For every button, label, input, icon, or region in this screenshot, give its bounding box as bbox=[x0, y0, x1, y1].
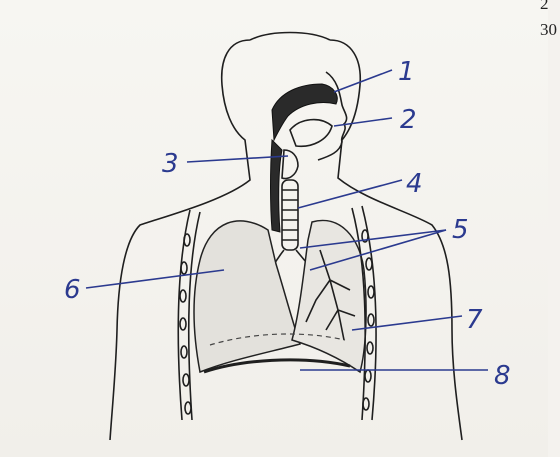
right-lung bbox=[194, 221, 300, 372]
pharynx bbox=[271, 140, 283, 232]
label-2: 2 bbox=[400, 105, 417, 135]
label-1: 1 bbox=[398, 57, 415, 87]
trachea-rings bbox=[282, 180, 298, 250]
leader-line-2 bbox=[334, 118, 392, 126]
label-4: 4 bbox=[406, 169, 423, 199]
nasal-cavity bbox=[272, 84, 337, 140]
label-8: 8 bbox=[494, 361, 511, 391]
label-6: 6 bbox=[64, 275, 81, 305]
leader-line-1 bbox=[334, 70, 392, 92]
respiratory-system-drawing: 1 2 3 4 5 6 7 8 bbox=[0, 0, 548, 457]
left-lung bbox=[292, 220, 366, 372]
larynx bbox=[282, 150, 298, 179]
label-7: 7 bbox=[466, 305, 483, 335]
oral-cavity bbox=[290, 120, 332, 147]
label-5: 5 bbox=[452, 215, 469, 245]
label-3: 3 bbox=[162, 149, 179, 179]
